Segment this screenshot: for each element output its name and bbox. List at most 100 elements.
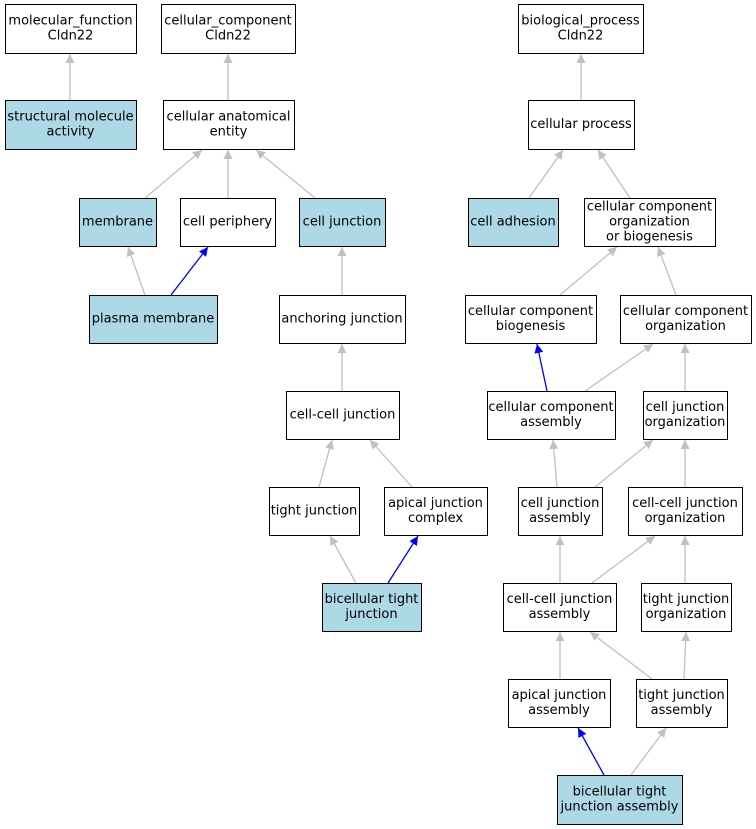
edge-membrane-to-cell_anat <box>144 149 203 199</box>
edge-tj_assembly-to-ccj_assembly <box>589 631 653 680</box>
node-label: Cldn22 <box>48 29 94 44</box>
node-label: tight junction <box>271 504 358 519</box>
edge-ccob-to-cell_proc <box>597 149 631 199</box>
nodes-layer: molecular_functionCldn22cellular_compone… <box>5 4 752 825</box>
node-label: bicellular tight <box>325 592 419 607</box>
node-box <box>518 487 603 536</box>
node-label: junction assembly <box>559 800 678 815</box>
node-box <box>322 583 422 632</box>
node-label: organization <box>645 415 726 430</box>
node-label: assembly <box>529 511 591 526</box>
edge-apical_jc-to-cell_cell_j <box>369 439 413 488</box>
edge-ccj_assembly-to-ccj_org <box>591 535 656 584</box>
edge-cc_org-to-ccob <box>656 246 677 296</box>
node-label: cell junction <box>521 496 600 511</box>
node-label: cell adhesion <box>470 215 556 230</box>
node-label: molecular_function <box>8 14 132 29</box>
node-box <box>269 487 360 536</box>
node-label: assembly <box>520 415 582 430</box>
node-box <box>628 487 743 536</box>
node-label: organization <box>646 607 727 622</box>
node-box <box>518 4 644 54</box>
edge-bicell_tja-to-tj_assembly <box>630 727 667 776</box>
node-box <box>465 295 597 344</box>
node-box <box>79 198 157 247</box>
node-label: cell-cell junction <box>632 496 738 511</box>
node-label: assembly <box>529 607 591 622</box>
edge-bicell_tj-to-tight_j <box>329 535 357 584</box>
node-label: apical junction <box>512 688 607 703</box>
node-box <box>508 679 611 728</box>
edge-tj_assembly-to-tj_org <box>681 631 691 680</box>
node-label: cellular component <box>623 304 748 319</box>
node-label: cell junction <box>646 400 725 415</box>
node-label: cellular component <box>468 304 593 319</box>
edge-cc_assembly-to-cc_org <box>584 343 654 392</box>
node-cell_proc: cellular process <box>528 100 635 150</box>
edge-plasma_mem-to-cell_periph <box>170 246 209 296</box>
node-label: tight junction <box>638 688 725 703</box>
node-box <box>641 583 732 632</box>
node-label: assembly <box>528 703 590 718</box>
node-label: complex <box>408 511 463 526</box>
node-box <box>636 679 728 728</box>
node-tight_j: tight junction <box>269 487 360 536</box>
node-label: plasma membrane <box>92 312 215 327</box>
node-box <box>163 100 295 150</box>
node-cell_junction: cell junction <box>299 198 386 247</box>
node-box <box>557 775 683 825</box>
node-label: cellular process <box>530 117 632 132</box>
node-label: anchoring junction <box>281 312 402 327</box>
node-label: Cldn22 <box>558 29 604 44</box>
node-label: cellular component <box>488 400 613 415</box>
node-box <box>5 100 137 150</box>
edge-cell_adhesion-to-cell_proc <box>528 149 564 199</box>
node-box <box>286 391 400 440</box>
node-label: cellular_component <box>164 14 292 29</box>
node-box <box>5 4 137 54</box>
edge-cj_assembly-to-cc_assembly <box>549 439 559 488</box>
edge-cc_biogen-to-ccob <box>559 246 618 296</box>
node-plasma_mem: plasma membrane <box>89 295 218 344</box>
node-box <box>384 487 488 536</box>
node-box <box>643 391 728 440</box>
node-label: biogenesis <box>496 319 566 334</box>
edges-layer <box>65 54 691 776</box>
node-label: structural molecule <box>7 110 133 125</box>
node-box <box>89 295 218 344</box>
node-label: membrane <box>82 215 153 230</box>
edge-cell_junction-to-cell_anat <box>255 149 316 199</box>
node-label: Cldn22 <box>205 29 251 44</box>
node-label: cell-cell junction <box>290 408 396 423</box>
node-label: cell-cell junction <box>507 592 613 607</box>
node-label: cellular component <box>587 200 712 215</box>
node-box <box>180 198 276 247</box>
node-cell_cell_j: cell-cell junction <box>286 391 400 440</box>
edge-tight_j-to-cell_cell_j <box>318 439 334 488</box>
node-box <box>620 295 752 344</box>
node-label: organization <box>645 511 726 526</box>
node-label: activity <box>47 125 95 140</box>
edge-cc_assembly-to-cc_biogen <box>534 343 548 392</box>
node-anchoring: anchoring junction <box>279 295 406 344</box>
node-label: apical junction <box>388 496 483 511</box>
node-label: cell junction <box>303 215 382 230</box>
node-label: biological_process <box>521 14 640 29</box>
edge-plasma_mem-to-membrane <box>126 246 146 296</box>
edge-bicell_tj-to-apical_jc <box>387 535 419 584</box>
